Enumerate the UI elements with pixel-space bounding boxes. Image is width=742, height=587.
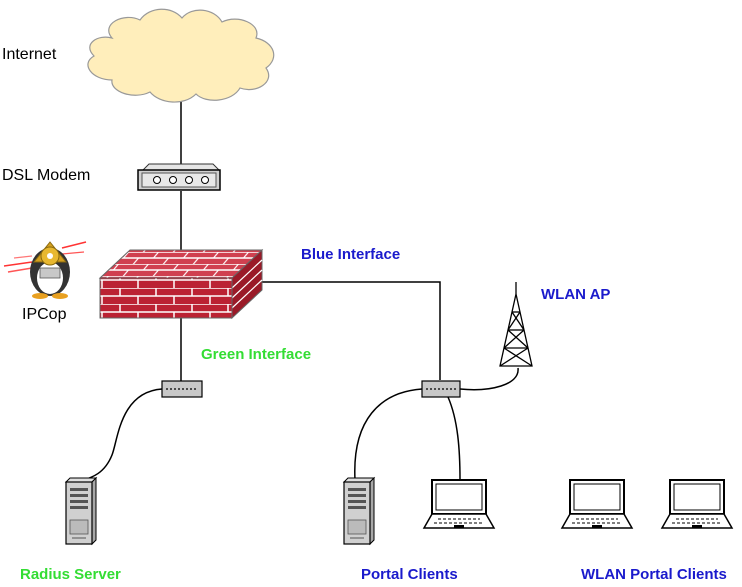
firewall-icon xyxy=(98,248,264,320)
cloud-icon xyxy=(87,8,275,103)
laptop-icon-wlan-2 xyxy=(660,479,734,529)
green-interface-label: Green Interface xyxy=(201,346,311,363)
link-firewall-blue-switch xyxy=(262,281,441,380)
server-tower-icon-portal xyxy=(342,476,376,546)
switch-icon-green xyxy=(161,380,203,398)
link-blue-switch-portal-server xyxy=(354,388,423,481)
portal-clients-label: Portal Clients xyxy=(361,566,458,583)
server-tower-icon-radius xyxy=(64,476,98,546)
link-blue-switch-laptop xyxy=(447,396,461,481)
switch-icon-blue xyxy=(421,380,461,398)
internet-label: Internet xyxy=(2,46,57,63)
radius-server-label: Radius Server xyxy=(20,566,121,583)
link-blue-switch-ap xyxy=(459,367,519,391)
ipcop-label: IPCop xyxy=(22,306,67,323)
laptop-icon-portal xyxy=(422,479,496,529)
link-green-switch-radius xyxy=(77,388,163,483)
ipcop-logo xyxy=(3,241,87,299)
modem-icon xyxy=(137,163,221,191)
dsl-modem-label: DSL Modem xyxy=(2,167,90,184)
antenna-tower-icon xyxy=(499,282,533,367)
laptop-icon-wlan-1 xyxy=(560,479,634,529)
wlan-portal-clients-label: WLAN Portal Clients xyxy=(581,566,727,583)
wlan-ap-label: WLAN AP xyxy=(541,286,610,303)
blue-interface-label: Blue Interface xyxy=(301,246,400,263)
connection-lines xyxy=(77,100,519,483)
